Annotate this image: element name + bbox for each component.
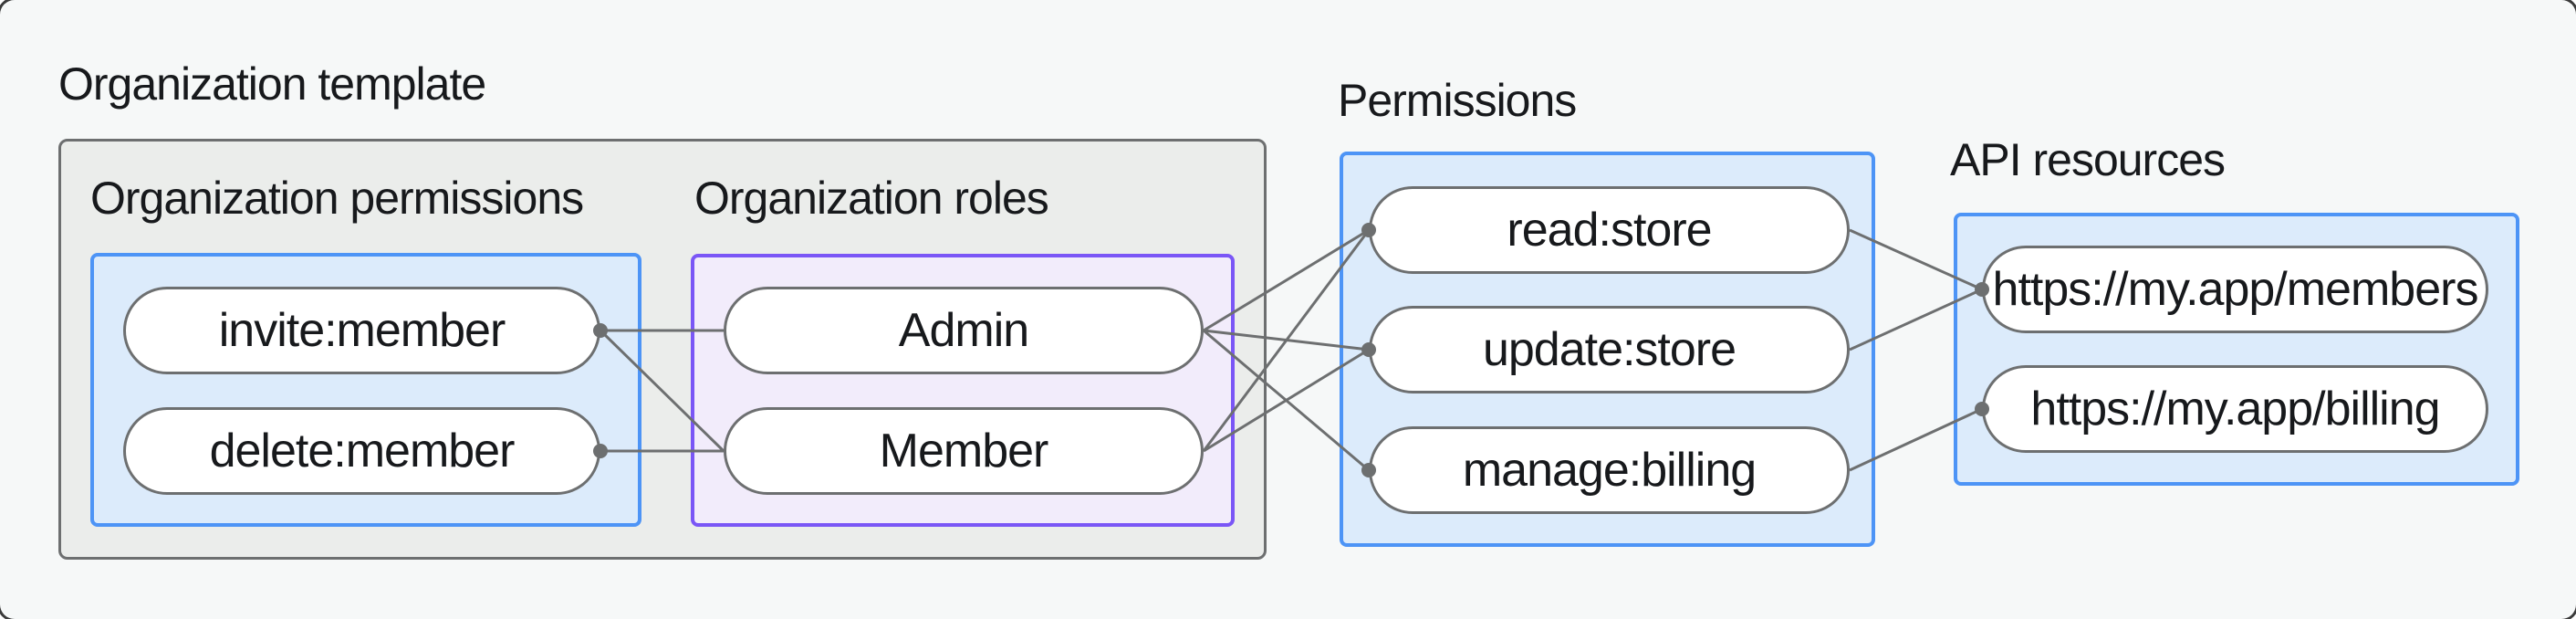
node-delete-member: delete:member [123, 407, 600, 495]
node-manage-billing: manage:billing [1369, 426, 1850, 514]
node-update-store: update:store [1369, 306, 1850, 393]
permissions-title: Permissions [1338, 75, 1577, 126]
node-read-store: read:store [1369, 186, 1850, 274]
api-resources-title: API resources [1950, 134, 2226, 185]
node-admin: Admin [724, 287, 1204, 374]
org-roles-label: Organization roles [694, 173, 1049, 224]
node-member: Member [724, 407, 1204, 495]
org-permissions-label: Organization permissions [90, 173, 584, 224]
node-invite-member: invite:member [123, 287, 600, 374]
org-template-title: Organization template [58, 58, 486, 110]
node-billing-url: https://my.app/billing [1982, 365, 2488, 453]
node-members-url: https://my.app/members [1982, 246, 2488, 333]
